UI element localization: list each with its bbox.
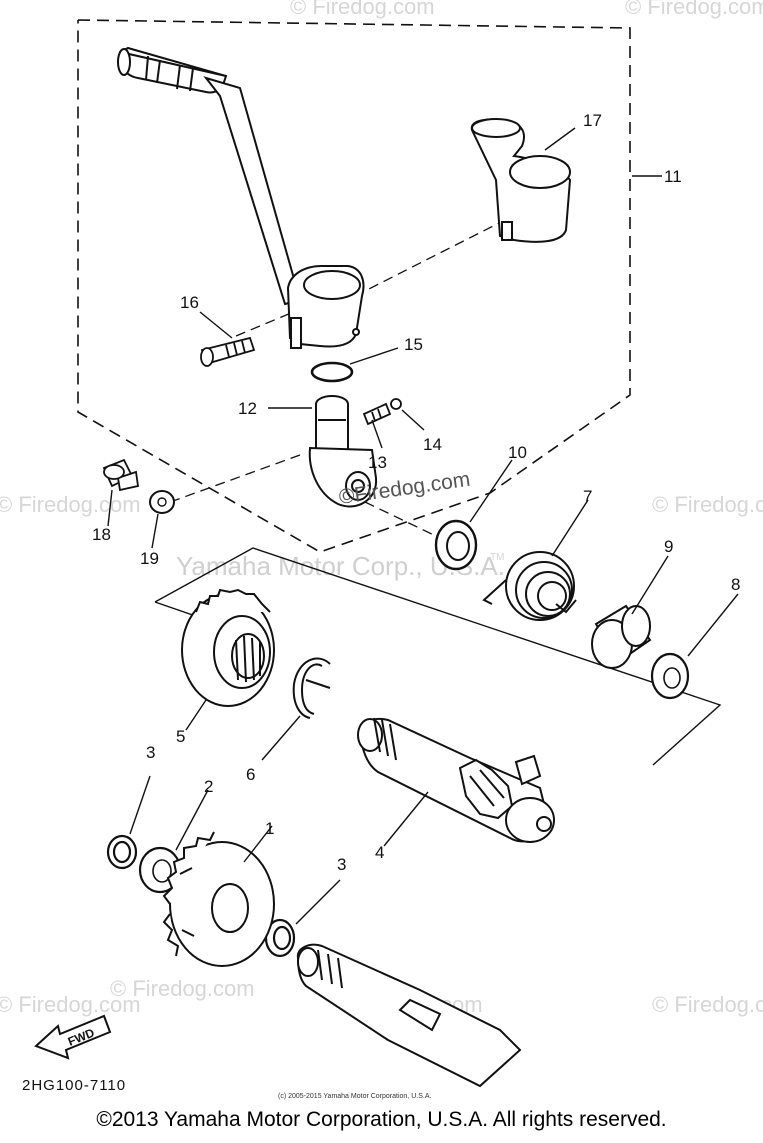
o-ring-15 xyxy=(310,361,354,383)
callout-3a: 3 xyxy=(146,743,155,762)
callout-6: 6 xyxy=(246,765,255,784)
small-copyright: (c) 2005-2015 Yamaha Motor Corporation, … xyxy=(278,1093,431,1100)
centre-lines xyxy=(161,219,506,539)
kick-boss-12 xyxy=(308,395,378,508)
callout-18: 18 xyxy=(92,525,111,544)
callout-7: 7 xyxy=(583,487,592,506)
callout-1: 1 xyxy=(265,819,274,838)
washer-8 xyxy=(650,652,690,700)
ratchet-wheel-5 xyxy=(181,588,275,707)
callout-19: 19 xyxy=(140,549,159,568)
kick-axle-4 xyxy=(357,717,555,843)
ball-14 xyxy=(390,398,402,410)
watermark-bottom-left: © Firedog.com xyxy=(0,992,141,1017)
bolt-16 xyxy=(200,336,256,367)
main-shaft xyxy=(296,943,522,1088)
boss-cap xyxy=(470,118,572,243)
bolt-18 xyxy=(102,458,140,492)
leader-lines xyxy=(107,127,739,925)
watermark-left: © Firedog.com xyxy=(0,492,141,517)
callout-3b: 3 xyxy=(337,855,346,874)
footer-copyright: ©2013 Yamaha Motor Corporation, U.S.A. A… xyxy=(96,1108,667,1131)
callout-8: 8 xyxy=(731,575,740,594)
watermark-top-right: © Firedog.com xyxy=(625,0,763,19)
circlip-3a xyxy=(106,834,138,870)
watermark-right: © Firedog.com xyxy=(652,492,763,517)
part-code: 2HG100-7110 xyxy=(22,1077,126,1094)
callout-14: 14 xyxy=(423,435,442,454)
fwd-arrow-icon: FWD xyxy=(34,1014,112,1060)
collar-9 xyxy=(591,604,652,669)
callout-9: 9 xyxy=(664,537,673,556)
callout-11: 11 xyxy=(664,167,682,186)
watermark-bottom-left-2: © Firedog.com xyxy=(110,976,255,1001)
watermark-tm: TM xyxy=(490,552,504,563)
washer-19 xyxy=(149,490,175,514)
callout-17: 17 xyxy=(583,111,602,130)
oil-seal-10 xyxy=(434,519,478,571)
callout-2: 2 xyxy=(204,777,213,796)
callout-12: 12 xyxy=(238,399,257,418)
callout-10: 10 xyxy=(508,443,527,462)
callout-15: 15 xyxy=(404,335,423,354)
watermark-top: © Firedog.com xyxy=(290,0,435,19)
kick-crank-lever xyxy=(117,46,365,349)
spring-13 xyxy=(362,402,392,426)
callout-5: 5 xyxy=(176,727,185,746)
clip-6 xyxy=(292,657,331,719)
callout-4: 4 xyxy=(375,843,384,862)
idle-gear-1 xyxy=(162,831,275,967)
callout-16: 16 xyxy=(180,293,199,312)
callout-labels: 1 2 3 3 4 5 6 7 8 9 10 11 12 13 14 15 16… xyxy=(92,111,740,874)
watermark-bottom-right: © Firedog.com xyxy=(652,992,763,1017)
torsion-spring-7 xyxy=(482,551,577,621)
callout-13: 13 xyxy=(368,453,387,472)
